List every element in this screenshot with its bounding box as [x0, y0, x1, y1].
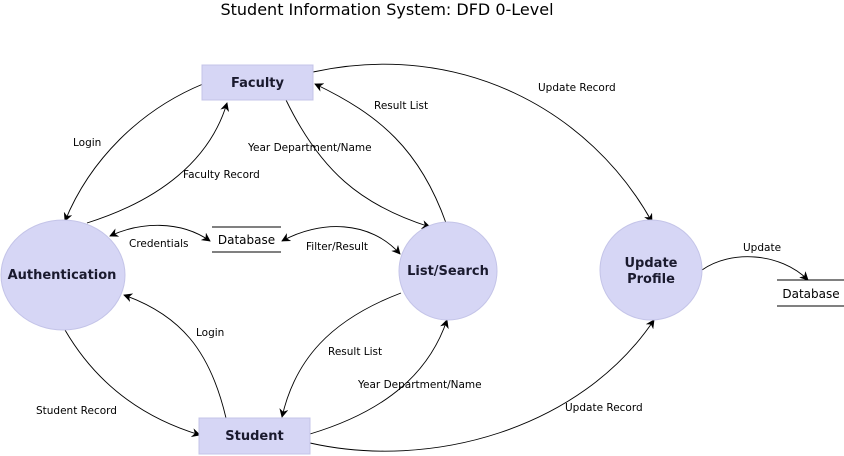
flow-student-query[interactable] [309, 319, 449, 435]
flow-labels: Login Faculty Record Year Department/Nam… [36, 82, 781, 417]
flow-label-faculty-record: Faculty Record [183, 169, 260, 181]
process-list-search[interactable]: List/Search [398, 221, 498, 321]
entity-student-label: Student [225, 429, 283, 444]
flow-faculty-result[interactable] [314, 83, 447, 224]
flow-label-student-query: Year Department/Name [357, 379, 482, 391]
flow-student-record[interactable] [64, 329, 201, 437]
flow-student-result[interactable] [279, 292, 402, 418]
flow-update-db[interactable] [701, 256, 809, 281]
flow-label-student-login: Login [196, 327, 224, 339]
entity-faculty-label: Faculty [231, 76, 285, 91]
flow-student-update[interactable] [309, 319, 655, 452]
store-database-update-label: Database [782, 287, 839, 301]
store-database-main[interactable]: Database [212, 226, 281, 253]
entity-student[interactable]: Student [198, 417, 311, 455]
process-list-search-label: List/Search [407, 264, 489, 279]
store-database-update[interactable]: Database [777, 279, 844, 307]
flow-faculty-record[interactable] [86, 102, 229, 224]
flow-label-faculty-query: Year Department/Name [247, 142, 372, 154]
flow-faculty-query[interactable] [285, 99, 431, 229]
flow-label-faculty-update: Update Record [538, 82, 616, 94]
store-database-main-label: Database [218, 233, 275, 247]
diagram-title: Student Information System: DFD 0-Level [220, 0, 553, 19]
process-update-profile-label-line2: Profile [627, 272, 675, 287]
flow-credentials[interactable] [109, 224, 211, 242]
flow-label-student-result: Result List [328, 346, 382, 358]
flow-student-login[interactable] [123, 293, 227, 419]
flow-label-student-update: Update Record [565, 402, 643, 414]
flow-label-update-db: Update [743, 242, 781, 254]
flow-label-credentials: Credentials [129, 238, 189, 250]
flow-faculty-update[interactable] [312, 63, 653, 223]
flow-label-student-record: Student Record [36, 405, 117, 417]
process-update-profile-label-line1: Update [625, 256, 678, 271]
flow-label-faculty-login: Login [73, 137, 101, 149]
process-authentication[interactable]: Authentication [0, 219, 126, 331]
process-update-profile[interactable]: Update Profile [599, 219, 703, 321]
flow-filter-result[interactable] [281, 226, 401, 255]
process-authentication-label: Authentication [8, 268, 117, 283]
entity-faculty[interactable]: Faculty [201, 64, 314, 101]
flow-label-faculty-result: Result List [374, 100, 428, 112]
flow-faculty-login[interactable] [63, 83, 204, 222]
flow-label-filter-result: Filter/Result [306, 241, 368, 253]
flows [63, 63, 809, 452]
